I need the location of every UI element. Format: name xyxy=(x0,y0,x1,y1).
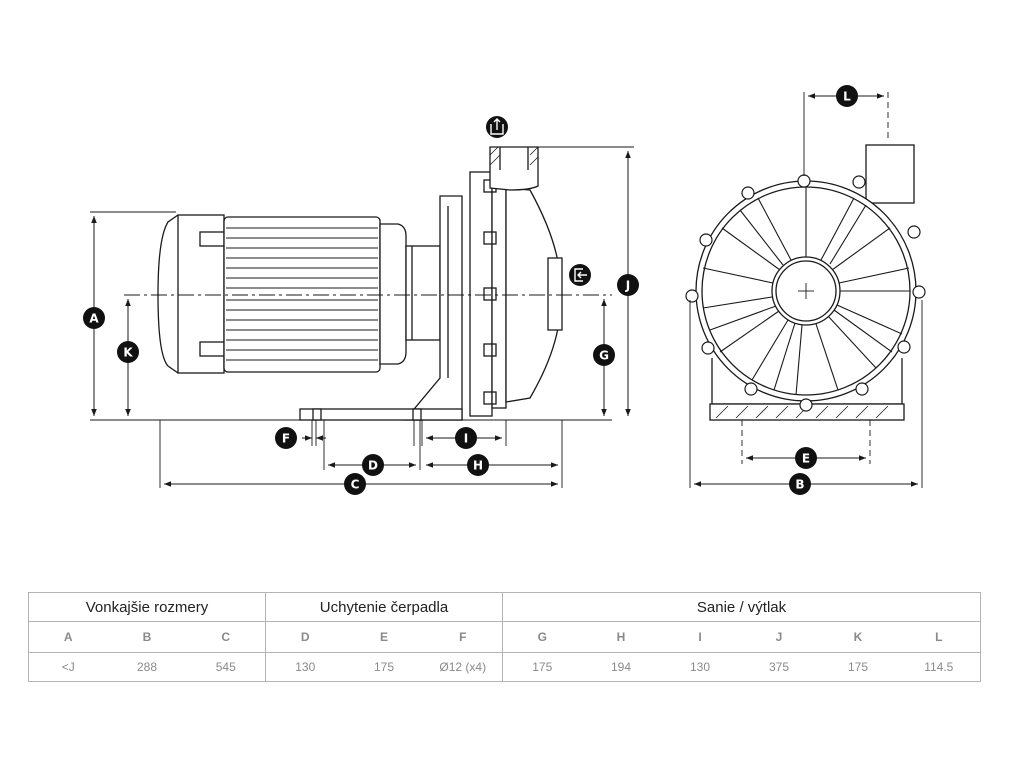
svg-text:F: F xyxy=(282,432,290,446)
discharge-port xyxy=(489,146,539,191)
dimensions-table: Vonkajšie rozmery Uchytenie čerpadla San… xyxy=(28,592,982,682)
group-header-outer-dimensions: Vonkajšie rozmery xyxy=(28,592,266,622)
svg-text:E: E xyxy=(802,452,810,466)
table-letter-row: A B C D E F G H I J K L xyxy=(28,621,982,653)
dimension-label-k: K xyxy=(117,341,139,363)
svg-text:J: J xyxy=(625,279,630,293)
svg-text:B: B xyxy=(795,478,804,492)
value-l: 114.5 xyxy=(897,652,982,682)
suction-inlet-icon xyxy=(569,264,591,286)
column-header-j: J xyxy=(739,621,819,653)
coupling-adapter xyxy=(405,245,441,341)
column-header-a: A xyxy=(28,621,108,653)
housing-bolts xyxy=(685,174,926,412)
pump-side-view xyxy=(157,146,563,421)
column-header-h: H xyxy=(581,621,661,653)
motor-end-cap xyxy=(157,214,179,374)
column-header-l: L xyxy=(897,621,982,653)
dimension-label-a: A xyxy=(83,307,105,329)
svg-text:L: L xyxy=(843,90,851,104)
svg-text:G: G xyxy=(599,349,609,363)
value-c: 545 xyxy=(186,652,266,682)
dimension-label-c: C xyxy=(344,473,366,495)
column-header-f: F xyxy=(423,621,503,653)
group-header-pump-mounting: Uchytenie čerpadla xyxy=(265,592,503,622)
table-group-header-row: Vonkajšie rozmery Uchytenie čerpadla San… xyxy=(28,592,982,622)
motor-body xyxy=(223,216,381,373)
dimension-label-i: I xyxy=(455,427,477,449)
column-header-i: I xyxy=(660,621,740,653)
front-extension-lines xyxy=(689,92,923,488)
value-a: <J xyxy=(28,652,108,682)
value-g: 175 xyxy=(502,652,582,682)
discharge-outlet-icon xyxy=(486,116,508,138)
pump-dimension-drawing: A K G J F I D H C L E B xyxy=(83,85,926,495)
motor-cooling-fins xyxy=(226,227,378,361)
pump-flange xyxy=(469,171,493,417)
pump-front-view xyxy=(685,144,926,421)
housing-ribs xyxy=(702,187,910,396)
value-f: Ø12 (x4) xyxy=(423,652,503,682)
dimension-label-h: H xyxy=(467,454,489,476)
svg-text:H: H xyxy=(473,459,483,473)
svg-text:D: D xyxy=(368,459,378,473)
front-discharge-pipe xyxy=(865,144,915,204)
svg-text:A: A xyxy=(89,312,99,326)
side-extension-lines xyxy=(90,146,634,488)
group-header-suction-discharge: Sanie / výtlak xyxy=(501,592,982,622)
dimension-label-b: B xyxy=(789,473,811,495)
svg-text:I: I xyxy=(464,432,468,446)
column-header-g: G xyxy=(502,621,582,653)
dimension-label-j: J xyxy=(617,274,639,296)
dimension-label-l: L xyxy=(836,85,858,107)
value-j: 375 xyxy=(739,652,819,682)
value-e: 175 xyxy=(344,652,424,682)
value-h: 194 xyxy=(581,652,661,682)
suction-port xyxy=(547,257,563,331)
svg-text:K: K xyxy=(123,346,133,360)
column-header-d: D xyxy=(265,621,345,653)
dimension-label-f: F xyxy=(275,427,297,449)
pump-foot xyxy=(299,408,463,421)
motor-front-shield xyxy=(379,223,407,365)
dimension-label-e: E xyxy=(795,447,817,469)
dimension-label-g: G xyxy=(593,344,615,366)
value-b: 288 xyxy=(107,652,187,682)
dimension-label-d: D xyxy=(362,454,384,476)
value-d: 130 xyxy=(265,652,345,682)
column-header-e: E xyxy=(344,621,424,653)
column-header-b: B xyxy=(107,621,187,653)
value-k: 175 xyxy=(818,652,898,682)
svg-text:C: C xyxy=(351,478,360,492)
column-header-c: C xyxy=(186,621,266,653)
value-i: 130 xyxy=(660,652,740,682)
column-header-k: K xyxy=(818,621,898,653)
table-value-row: <J 288 545 130 175 Ø12 (x4) 175 194 130 … xyxy=(28,652,982,682)
